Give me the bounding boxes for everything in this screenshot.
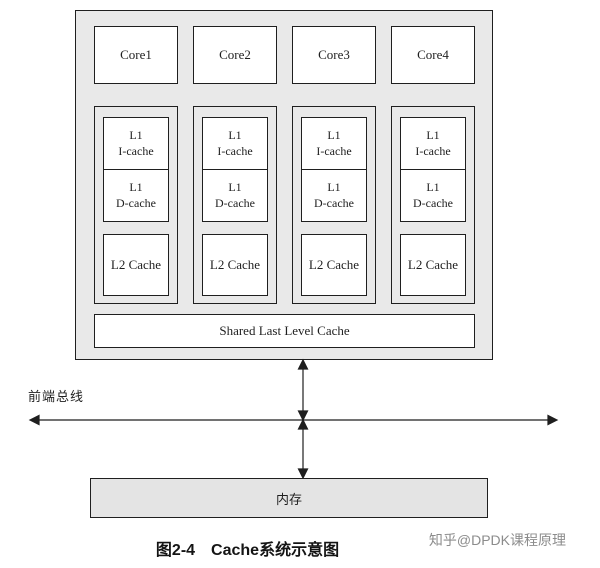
l1-dcache-box: L1 D-cache — [400, 169, 466, 222]
memory-box: 内存 — [90, 478, 488, 518]
cache-column-4: L1 I-cache L1 D-cache L2 Cache — [391, 106, 475, 304]
core-box-4: Core4 — [391, 26, 475, 84]
l1-icache-box: L1 I-cache — [202, 117, 268, 170]
l1-cache-stack: L1 I-cache L1 D-cache — [400, 117, 466, 222]
l1-label: L1 — [228, 127, 242, 142]
cache-column-1: L1 I-cache L1 D-cache L2 Cache — [94, 106, 178, 304]
core-box-2: Core2 — [193, 26, 277, 84]
l1-cache-stack: L1 I-cache L1 D-cache — [202, 117, 268, 222]
figure-caption: 图2-4 Cache系统示意图 — [155, 542, 340, 559]
l1-label: L1 — [129, 179, 143, 194]
cpu-package: Core1 Core2 Core3 Core4 L1 I-cache L1 D-… — [75, 10, 493, 360]
l2-label: L2 Cache — [110, 257, 162, 272]
icache-label: I-cache — [118, 143, 154, 158]
dcache-label: D-cache — [314, 195, 354, 210]
front-side-bus-label: 前端总线 — [28, 389, 85, 404]
l1-icache-box: L1 I-cache — [400, 117, 466, 170]
l2-cache-box: L2 Cache — [301, 234, 367, 296]
l1-label: L1 — [327, 179, 341, 194]
watermark: 知乎@DPDK课程原理 — [428, 532, 566, 548]
memory-label: 内存 — [275, 491, 302, 507]
core-label: Core4 — [417, 47, 449, 62]
l2-cache-box: L2 Cache — [400, 234, 466, 296]
core-box-3: Core3 — [292, 26, 376, 84]
cache-column-3: L1 I-cache L1 D-cache L2 Cache — [292, 106, 376, 304]
l1-dcache-box: L1 D-cache — [301, 169, 367, 222]
shared-llc-label: Shared Last Level Cache — [219, 323, 350, 338]
l1-label: L1 — [426, 127, 440, 142]
l1-cache-stack: L1 I-cache L1 D-cache — [301, 117, 367, 222]
dcache-label: D-cache — [215, 195, 255, 210]
icache-label: I-cache — [316, 143, 352, 158]
core-label: Core1 — [120, 47, 152, 62]
l2-cache-box: L2 Cache — [103, 234, 169, 296]
icache-label: I-cache — [415, 143, 451, 158]
l1-icache-box: L1 I-cache — [301, 117, 367, 170]
l1-label: L1 — [426, 179, 440, 194]
core-label: Core3 — [318, 47, 350, 62]
core-box-1: Core1 — [94, 26, 178, 84]
l2-label: L2 Cache — [407, 257, 459, 272]
core-label: Core2 — [219, 47, 251, 62]
dcache-label: D-cache — [413, 195, 453, 210]
l1-label: L1 — [228, 179, 242, 194]
l1-dcache-box: L1 D-cache — [202, 169, 268, 222]
l1-icache-box: L1 I-cache — [103, 117, 169, 170]
icache-label: I-cache — [217, 143, 253, 158]
l1-cache-stack: L1 I-cache L1 D-cache — [103, 117, 169, 222]
dcache-label: D-cache — [116, 195, 156, 210]
cache-column-2: L1 I-cache L1 D-cache L2 Cache — [193, 106, 277, 304]
shared-llc-box: Shared Last Level Cache — [94, 314, 475, 348]
l2-label: L2 Cache — [308, 257, 360, 272]
l2-label: L2 Cache — [209, 257, 261, 272]
l2-cache-box: L2 Cache — [202, 234, 268, 296]
l1-dcache-box: L1 D-cache — [103, 169, 169, 222]
l1-label: L1 — [327, 127, 341, 142]
l1-label: L1 — [129, 127, 143, 142]
